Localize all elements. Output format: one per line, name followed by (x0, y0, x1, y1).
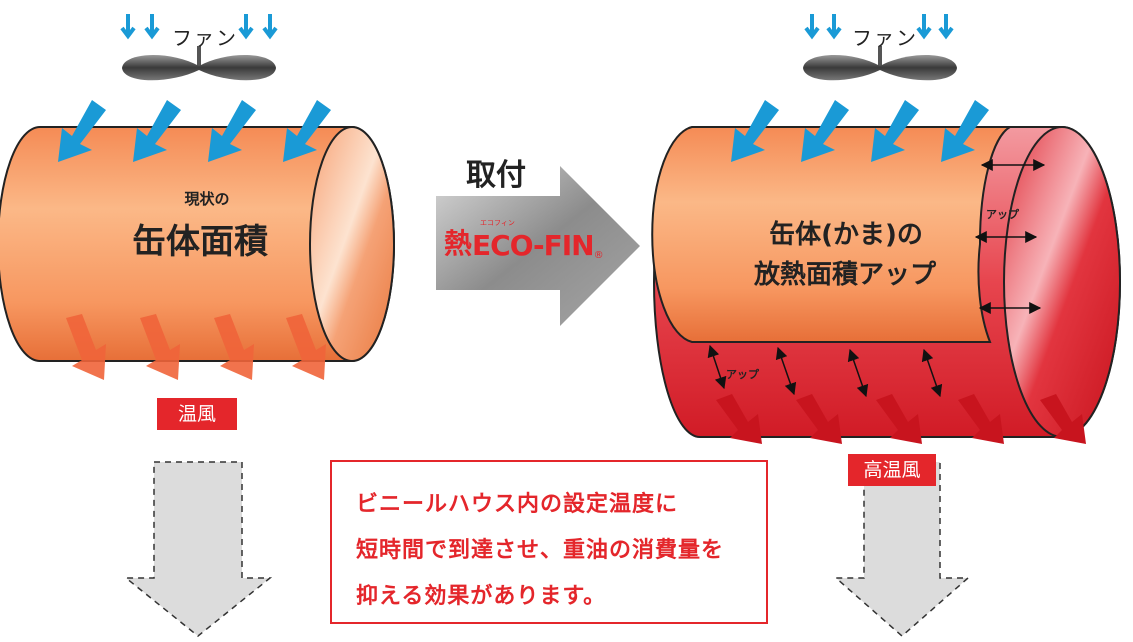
right-output-label: 高温風 (848, 454, 936, 486)
effect-message-box: ビニールハウス内の設定温度に 短時間で到達させ、重油の消費量を 抑える効果があり… (330, 460, 768, 624)
right-up-label-bottom: アップ (726, 368, 759, 381)
right-gray-down-arrow (834, 461, 970, 637)
left-cold-air-arrows (58, 100, 331, 162)
message-line-1: ビニールハウス内の設定温度に (356, 492, 679, 517)
right-cold-air-arrows (731, 100, 989, 162)
center-install-arrow (436, 166, 640, 326)
left-output-label: 温風 (157, 398, 237, 430)
left-gray-down-arrow (123, 461, 273, 637)
left-fan-label: ファン (172, 26, 238, 50)
product-mark: ® (593, 250, 604, 261)
right-up-label-side: アップ (986, 208, 1019, 221)
product-logo: 熱ECO-FIN® エコフィン (444, 219, 604, 266)
message-line-3: 抑える効果があります。 (356, 584, 607, 609)
left-warm-air-arrows (66, 314, 326, 380)
install-label: 取付 (466, 158, 526, 193)
left-fan-icon (120, 14, 278, 81)
product-kanji: 熱 (444, 227, 473, 260)
right-enlarged-cylinder (651, 126, 1121, 438)
product-name: ECO-FIN (472, 229, 595, 262)
left-body-small: 現状の (184, 190, 230, 208)
right-body-line1: 缶体(かま)の (769, 220, 923, 250)
right-expansion-markers (707, 159, 1046, 398)
right-body-line2: 放熱面積アップ (753, 260, 936, 290)
left-body-large: 缶体面積 (132, 222, 268, 262)
right-hot-air-arrows (716, 394, 1086, 444)
left-cylinder (0, 126, 395, 362)
right-fan-label: ファン (852, 26, 918, 50)
right-fan-icon (803, 14, 957, 81)
message-line-2: 短時間で到達させ、重油の消費量を (356, 538, 725, 563)
product-ruby: エコフィン (480, 219, 515, 227)
